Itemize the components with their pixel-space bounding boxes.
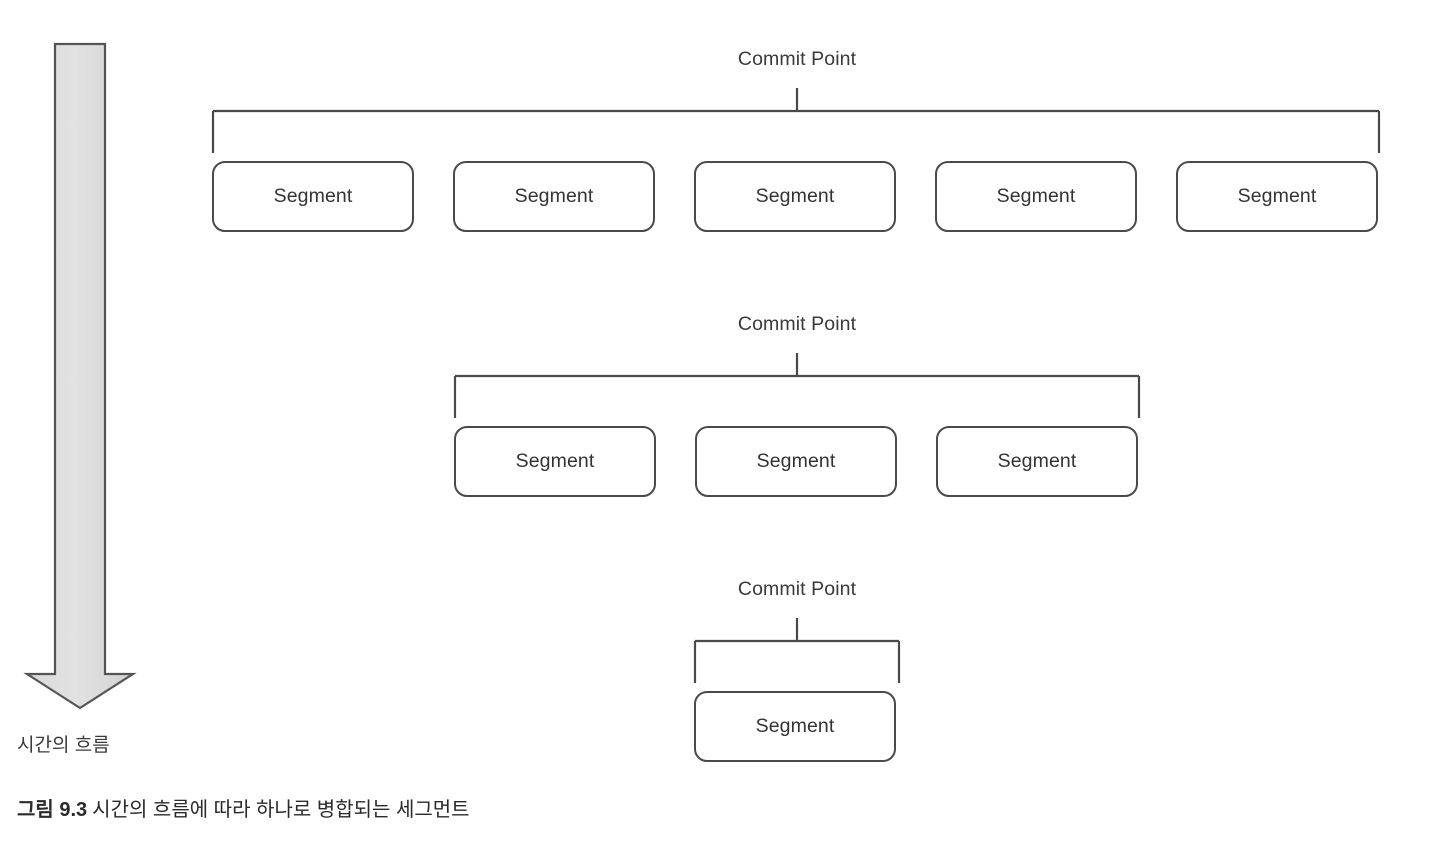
commit-point-label-2: Commit Point: [737, 313, 857, 335]
segment-label: Segment: [755, 184, 835, 207]
segment-label: Segment: [1237, 184, 1317, 207]
commit-point-label-1: Commit Point: [737, 48, 857, 70]
commit-bracket-2: [447, 347, 1147, 425]
down-arrow-icon: [23, 42, 137, 710]
commit-group-3: Commit Point Segment: [0, 530, 1452, 790]
segment-row-1: Segment Segment Segment Segment Segment: [212, 161, 1378, 232]
segment-label: Segment: [755, 714, 835, 737]
segment-label: Segment: [996, 184, 1076, 207]
segment-label: Segment: [515, 449, 595, 472]
commit-bracket-1: [205, 82, 1390, 160]
segment-box[interactable]: Segment: [694, 161, 896, 232]
segment-row-3: Segment: [694, 691, 896, 762]
segment-box[interactable]: Segment: [935, 161, 1137, 232]
segment-label: Segment: [756, 449, 836, 472]
segment-box[interactable]: Segment: [694, 691, 896, 762]
figure-number: 그림 9.3: [17, 799, 88, 821]
segment-box[interactable]: Segment: [454, 426, 656, 497]
segment-label: Segment: [514, 184, 594, 207]
segment-label: Segment: [273, 184, 353, 207]
figure-caption-text: 시간의 흐름에 따라 하나로 병합되는 세그먼트: [92, 799, 470, 821]
segment-box[interactable]: Segment: [212, 161, 414, 232]
time-flow-caption: 시간의 흐름: [17, 735, 110, 756]
segment-box[interactable]: Segment: [1176, 161, 1378, 232]
segment-box[interactable]: Segment: [936, 426, 1138, 497]
segment-box[interactable]: Segment: [453, 161, 655, 232]
commit-group-2: Commit Point Segment Segment Segment: [0, 265, 1452, 525]
commit-group-1: Commit Point Segment Segment Segment: [0, 0, 1452, 260]
commit-point-label-3: Commit Point: [737, 578, 857, 600]
time-flow-arrow: [22, 42, 138, 710]
segment-box[interactable]: Segment: [695, 426, 897, 497]
segment-row-2: Segment Segment Segment: [454, 426, 1138, 497]
commit-bracket-3: [687, 612, 907, 690]
segment-label: Segment: [997, 449, 1077, 472]
